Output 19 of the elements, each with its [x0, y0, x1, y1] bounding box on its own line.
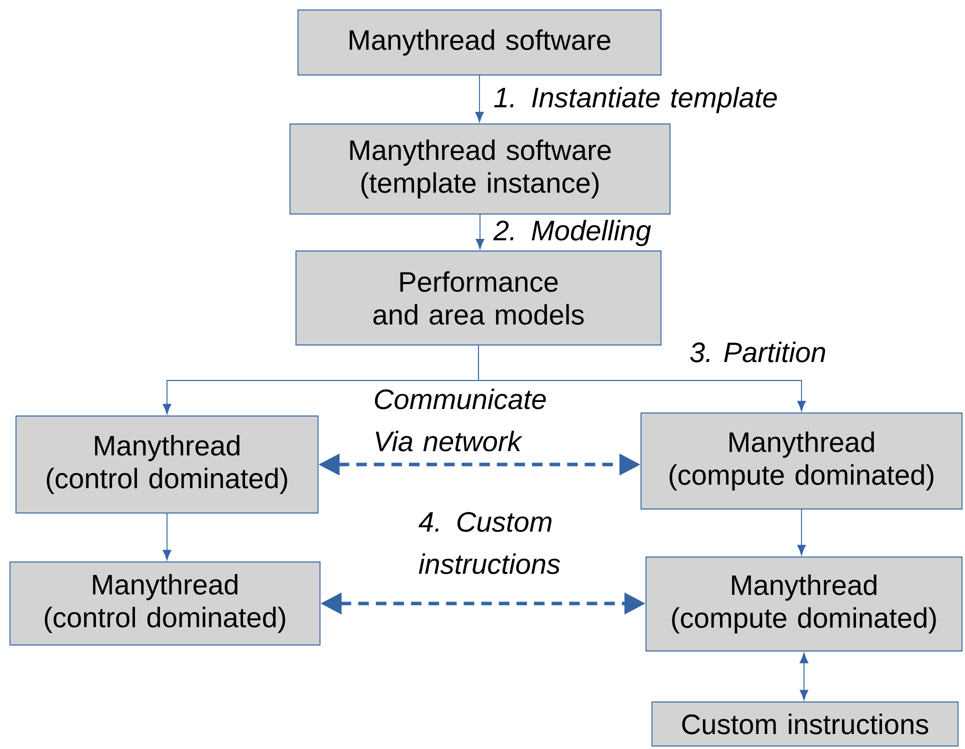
process-box: Manythread (control dominated)	[10, 562, 320, 646]
process-box: Manythread (compute dominated)	[640, 412, 962, 510]
edge-label: 1. Instantiate template	[494, 86, 777, 114]
edge-label: Communicate Via network	[374, 388, 546, 452]
process-box: Manythread software	[298, 10, 662, 76]
process-box: Manythread software (template instance)	[290, 124, 670, 214]
arrow	[162, 513, 172, 560]
step-label: 3. Partition	[690, 342, 826, 362]
arrow	[475, 75, 484, 122]
arrow	[478, 345, 806, 412]
process-box: Manythread (compute dominated)	[646, 556, 962, 652]
arrow	[800, 652, 808, 700]
process-box: Custom instructions	[652, 702, 958, 746]
process-box: Manythread (control dominated)	[16, 416, 318, 514]
edge-label: 2. Modelling	[493, 220, 651, 246]
edge-label: 4. Custom instructions	[418, 512, 560, 574]
process-box: Performance and area models	[296, 250, 662, 346]
arrow	[797, 509, 806, 556]
arrow	[476, 214, 484, 250]
